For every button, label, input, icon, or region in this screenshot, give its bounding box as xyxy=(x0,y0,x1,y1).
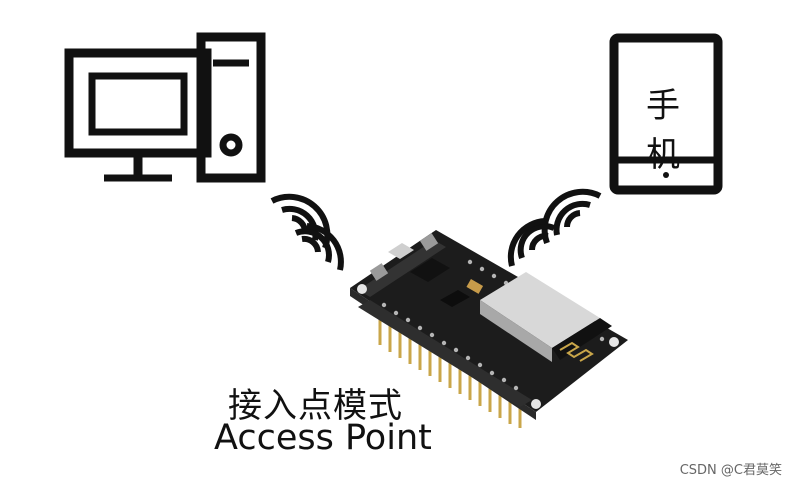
board-capacitor xyxy=(466,279,484,294)
board-mount-hole xyxy=(531,399,541,409)
board-header-left xyxy=(358,240,446,297)
board-regulator xyxy=(440,290,470,307)
monitor-screen xyxy=(88,72,188,136)
esp12-shield-side xyxy=(480,300,552,362)
mode-caption-english: Access Point xyxy=(214,418,432,458)
board-flash-button xyxy=(419,233,439,251)
computer-tower xyxy=(196,32,266,183)
board-mount-hole xyxy=(609,337,619,347)
board-mount-hole xyxy=(357,284,367,294)
wifi-signal-right-icon xyxy=(507,188,602,267)
tower-power-button xyxy=(219,133,243,157)
desktop-computer-icon xyxy=(64,32,266,183)
board-header-front xyxy=(358,300,532,407)
esp12-antenna-area xyxy=(552,318,612,360)
mode-caption-chinese: 接入点模式 xyxy=(228,386,403,426)
mobile-phone-icon xyxy=(609,33,723,195)
esp12-antenna-trace xyxy=(559,341,594,362)
watermark: CSDN @C君莫笑 xyxy=(679,463,782,478)
phone-label: 手 机 xyxy=(646,86,690,175)
board-usb-port xyxy=(388,243,414,259)
phone-home-dot xyxy=(663,172,669,178)
esp12-shield xyxy=(480,272,600,348)
esp8266-board-image xyxy=(350,230,628,428)
board-reset-button xyxy=(369,263,389,281)
phone-body xyxy=(609,33,723,195)
wifi-signal-left-icon xyxy=(270,193,344,271)
board-usb-chip xyxy=(410,258,450,282)
